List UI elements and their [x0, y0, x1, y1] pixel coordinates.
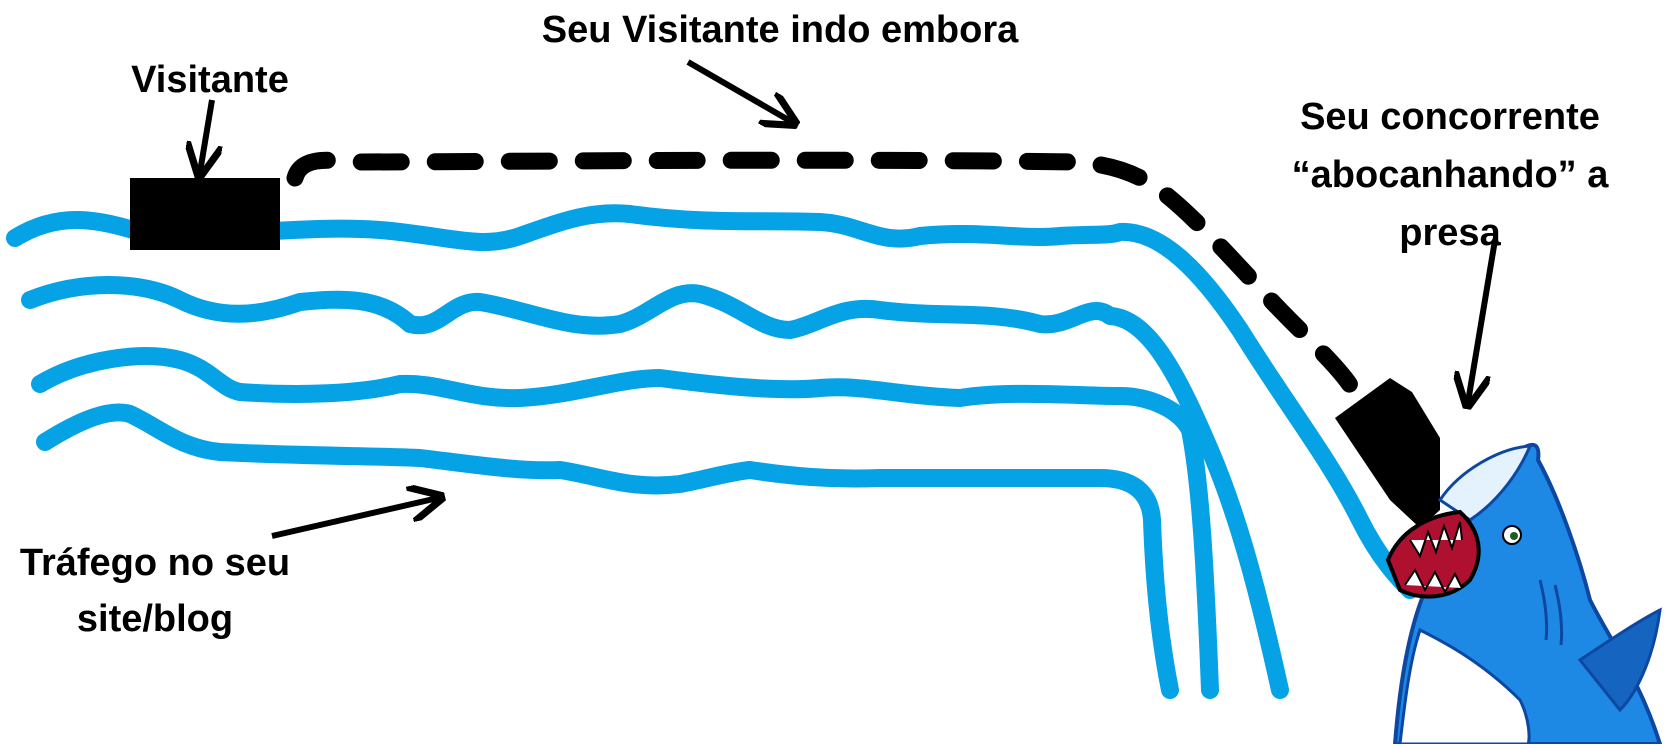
- visitor-leaving-dashed-path: [286, 151, 1359, 394]
- label-competitor-line-1: Seu concorrente: [1300, 96, 1600, 138]
- traffic-stream-4: [36, 403, 1179, 699]
- label-traffic: Tráfego no seu site/blog: [0, 535, 310, 647]
- label-competitor-line-2: “abocanhando” a: [1291, 154, 1609, 196]
- visitor-block-icon: [130, 178, 280, 250]
- label-competitor-line-3: presa: [1399, 212, 1501, 254]
- arrow-competitor: [1468, 239, 1498, 402]
- shark-icon: [1385, 442, 1663, 746]
- label-traffic-line-2: site/blog: [76, 598, 234, 640]
- traffic-stream-2: [21, 276, 1289, 699]
- label-visitor-leaving: Seu Visitante indo embora: [541, 9, 1019, 51]
- traffic-stream-1: [6, 204, 1419, 599]
- arrow-traffic: [271, 498, 438, 539]
- label-traffic-line-1: Tráfego no seu: [19, 542, 291, 584]
- traffic-stream-3: [31, 347, 1219, 699]
- visitor-block-caught-icon: [1335, 378, 1440, 528]
- label-visitor: Visitante: [131, 59, 289, 101]
- arrow-visitor: [200, 99, 212, 172]
- arrow-leaving: [686, 59, 792, 122]
- label-competitor: Seu concorrente “abocanhando” a presa: [1240, 88, 1660, 262]
